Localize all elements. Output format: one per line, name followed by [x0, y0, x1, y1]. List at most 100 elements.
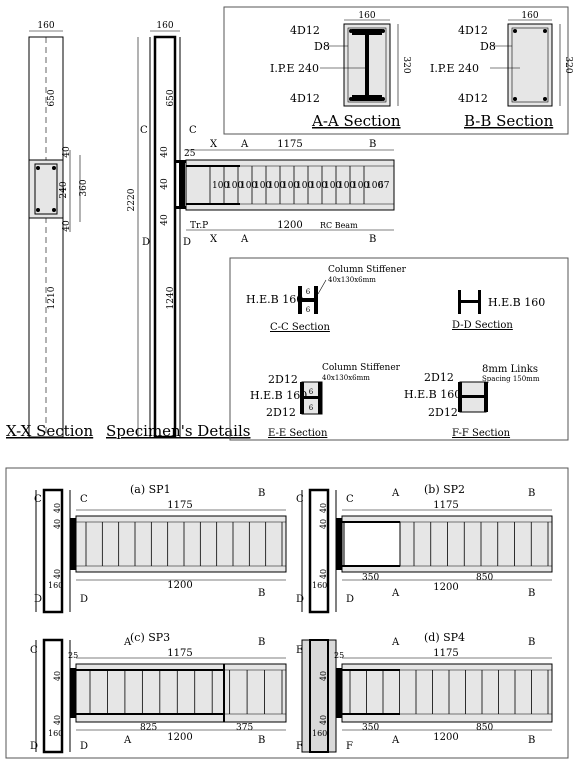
stiffener-label: Column Stiffener — [322, 363, 401, 373]
section-marker-a: A — [391, 588, 400, 599]
dim-1175: 1175 — [167, 500, 192, 511]
section-marker-b: B — [258, 588, 265, 599]
joint-sections-frame — [229, 257, 569, 441]
section-marker-x: X — [210, 139, 218, 150]
section-marker-c: C — [140, 125, 148, 136]
dim-160: 160 — [156, 21, 173, 31]
specimens-frame — [5, 467, 569, 759]
dim-320: 320 — [563, 56, 573, 73]
section-marker-d: D — [346, 594, 354, 605]
stirrups — [89, 670, 283, 714]
section-marker-a: A — [391, 735, 400, 746]
dim-40: 40 — [160, 146, 170, 158]
dim-650: 650 — [166, 89, 176, 106]
dim-1175: 1175 — [433, 500, 458, 511]
dim-375: 375 — [236, 723, 253, 733]
dd-section-title: D-D Section — [452, 320, 513, 331]
specimen-sp3: 1175 1200 825 375 (c) SP3 C D D A A B B … — [30, 631, 287, 754]
sp3-title: (c) SP3 — [130, 631, 170, 644]
section-marker-d: D — [34, 594, 42, 605]
thickness-label: 6 — [306, 288, 311, 296]
section-marker-d: D — [296, 594, 304, 605]
section-marker-c: C — [189, 125, 197, 136]
dim-40: 40 — [319, 671, 328, 681]
dim-160: 160 — [358, 11, 375, 21]
dim-825: 825 — [140, 723, 157, 733]
section-marker-b: B — [258, 637, 265, 648]
ee-section: 6 6 2D12 H.E.B 160 2D12 Column Stiffener… — [250, 363, 401, 439]
column-section-label: H.E.B 160 — [250, 389, 307, 402]
stirrup-spacing-label: 100 — [212, 181, 229, 191]
rc-beam-label: RC Beam — [320, 221, 358, 230]
dim-350: 350 — [362, 573, 379, 583]
rebar-label-4d12: 4D12 — [290, 24, 320, 37]
stirrup-spacing-label: 100 — [282, 181, 299, 191]
section-marker-d: D — [80, 741, 88, 752]
stirrup-spacing-label: 100 — [296, 181, 313, 191]
stirrup-spacing-label: 100 — [226, 181, 243, 191]
dim-1175: 1175 — [433, 648, 458, 659]
dim-1210: 1210 — [47, 286, 57, 309]
rebar-label-2d12: 2D12 — [428, 406, 458, 419]
stirrup-spacing-label: 100 — [310, 181, 327, 191]
stirrups — [349, 670, 549, 714]
section-marker-d: D — [183, 237, 191, 248]
column-section-label: H.E.B 160 — [404, 388, 461, 401]
dim-360: 360 — [79, 179, 89, 196]
dim-40: 40 — [53, 519, 62, 529]
section-marker-a: A — [240, 234, 249, 245]
dim-1200: 1200 — [277, 220, 302, 231]
dim-25: 25 — [68, 651, 78, 660]
stirrup-spacing-label: 100 — [254, 181, 271, 191]
column-section-label: H.E.B 160 — [488, 296, 545, 309]
stirrup-label-d8: D8 — [480, 40, 496, 53]
sp1-title: (a) SP1 — [130, 483, 171, 496]
section-marker-d: D — [30, 741, 38, 752]
column-section-label: H.E.B 160 — [246, 293, 303, 306]
stirrup-spacing-label: 100 — [324, 181, 341, 191]
specimen-elevation: 160 2220 650 1240 C C D D 40 40 40 25 20… — [127, 21, 395, 439]
dim-160: 160 — [37, 21, 54, 31]
section-marker-b: B — [528, 637, 535, 648]
dim-2220: 2220 — [127, 188, 137, 211]
stirrup-spacing-label: 100 — [338, 181, 355, 191]
rebar-label-4d12: 4D12 — [458, 92, 488, 105]
dim-40: 40 — [319, 519, 328, 529]
xx-column-elevation: 160 650 40 240 40 360 1210 X-X Section — [6, 21, 94, 440]
dim-1200: 1200 — [167, 580, 192, 591]
thickness-label: 6 — [309, 404, 314, 412]
dim-40: 40 — [53, 715, 62, 725]
specimen-sp1: 1175 1200 (a) SP1 C C D D B B 40 40 40 1… — [34, 483, 287, 614]
aa-section-title: A-A Section — [311, 112, 401, 130]
dim-1200: 1200 — [433, 582, 458, 593]
section-marker-x: X — [210, 234, 218, 245]
stirrup-spacing-label: 100 — [240, 181, 257, 191]
transfer-plate-label: Tr.P — [190, 221, 208, 231]
stirrups — [413, 522, 549, 566]
dim-40: 40 — [62, 146, 72, 158]
dim-25: 25 — [334, 651, 344, 660]
dim-160: 160 — [48, 581, 63, 590]
section-marker-f: F — [346, 741, 353, 752]
stiffener-label: Column Stiffener — [328, 265, 407, 275]
dim-240: 240 — [59, 181, 69, 198]
section-marker-c: C — [346, 494, 354, 505]
sp4-title: (d) SP4 — [424, 631, 465, 644]
dim-40: 40 — [319, 569, 328, 579]
section-marker-b: B — [528, 488, 535, 499]
section-marker-e: E — [296, 645, 303, 656]
section-marker-c: C — [30, 645, 38, 656]
stirrups — [85, 522, 283, 566]
ff-section: 2D12 H.E.B 160 2D12 8mm Links Spacing 15… — [404, 364, 540, 439]
section-marker-c: C — [34, 494, 42, 505]
stiffener-dims-label: 40x130x6mm — [322, 374, 370, 382]
dim-320: 320 — [401, 56, 411, 73]
section-marker-a: A — [123, 637, 132, 648]
dim-1200: 1200 — [167, 732, 192, 743]
dim-40: 40 — [319, 715, 328, 725]
beam-sections-frame — [223, 6, 569, 135]
section-marker-b: B — [258, 488, 265, 499]
dim-40: 40 — [53, 671, 62, 681]
